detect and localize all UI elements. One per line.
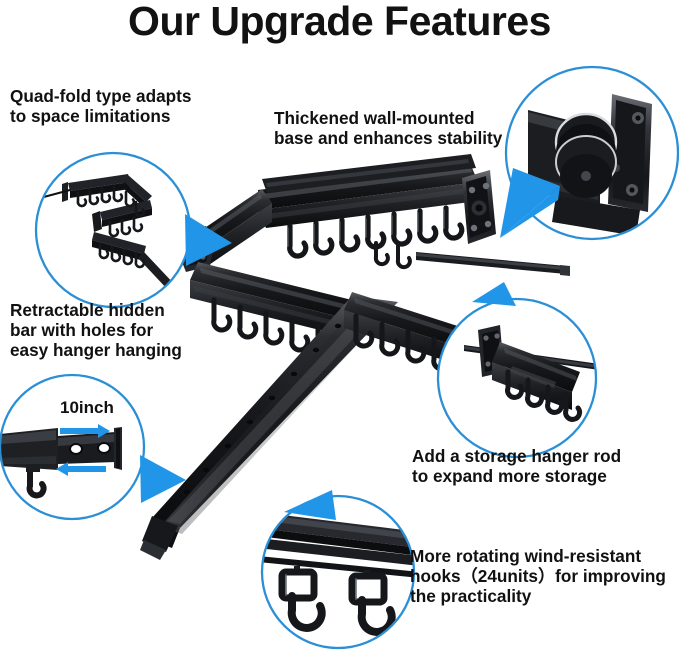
callout-quad-fold-graphic: [34, 151, 232, 309]
callout-text-quad-fold: Quad-fold type adapts to space limitatio…: [10, 86, 192, 127]
pointer-triangle-base: [500, 186, 560, 238]
pointer-triangle-hooks: [284, 490, 336, 520]
rack-lower-right-arm: [344, 292, 470, 366]
page-title: Our Upgrade Features: [128, 0, 551, 44]
pointer-triangle-rod: [472, 282, 516, 306]
rack-rod-hooks: [373, 241, 412, 270]
pointer-triangle-retractable: [140, 455, 186, 503]
measure-label-10inch: 10inch: [60, 398, 114, 417]
rack-upper-arm: [258, 163, 478, 228]
rack-storage-rod: [416, 252, 570, 276]
rack-left-upper-arm: [190, 189, 272, 271]
rack-hooks-upper: [287, 205, 465, 259]
rack-corner-hinge-left: [178, 226, 214, 272]
callout-text-storage-rod: Add a storage hanger rod to expand more …: [412, 446, 622, 487]
retract-arrows: [56, 424, 110, 476]
callout-storage-rod-graphic: [436, 282, 598, 459]
callout-text-rotating-hooks: More rotating wind-resistant hooks（24uni…: [410, 546, 666, 607]
rotating-hook-left: [278, 566, 326, 632]
callout-rotating-hooks-graphic: [260, 490, 416, 650]
rack-wall-plate: [462, 170, 496, 244]
rotating-hook-right: [348, 570, 396, 636]
rack-hooks-upper-highlight: [287, 209, 445, 247]
rack-hooks-lower-right: [353, 313, 453, 372]
callout-thickened-base-graphic: [500, 65, 679, 241]
pointer-triangle-quad-fold: [185, 214, 232, 266]
callout-text-retractable-bar: Retractable hidden bar with holes for ea…: [10, 300, 182, 361]
callout-text-thickened-base: Thickened wall-mounted base and enhances…: [274, 108, 503, 149]
rack-mid-rail: [262, 154, 476, 193]
rack-hooks-lower-left: [211, 297, 337, 359]
